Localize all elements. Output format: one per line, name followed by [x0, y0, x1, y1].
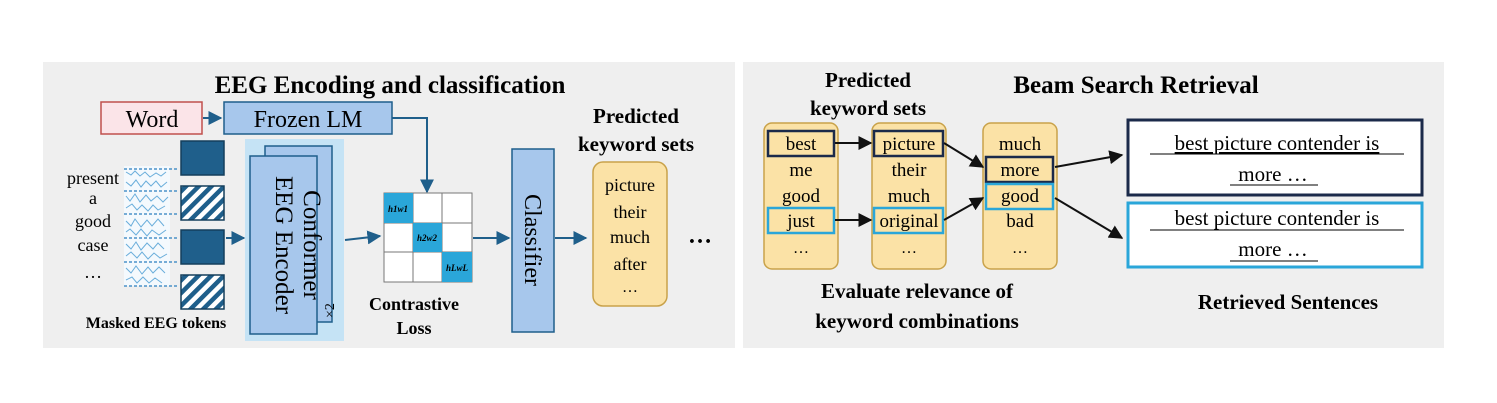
keyword-item: picture: [605, 175, 655, 195]
beam-highlight-dark: [984, 155, 1055, 184]
word-box: [100, 101, 203, 135]
keyword-item: after: [614, 254, 647, 274]
classifier-label: Classifier: [519, 194, 545, 286]
column-3-word: more: [1000, 160, 1039, 181]
masked-eeg-tokens-label: Masked EEG tokens: [86, 315, 226, 332]
retrieved-sentence-2: [1126, 201, 1424, 269]
matrix-cell-label: h2w2: [417, 233, 438, 243]
classifier-box: [511, 148, 555, 333]
column-3-word: good: [1001, 186, 1040, 207]
matrix-cell-label: hLwL: [446, 263, 469, 273]
encoder-stack-front: [249, 155, 318, 335]
column-2-word: their: [892, 160, 927, 181]
input-word: …: [84, 262, 102, 282]
column-1-word: …: [793, 240, 809, 257]
column-2-word: …: [901, 240, 917, 257]
column-3-word: bad: [1006, 211, 1034, 232]
input-word-list: present a good case …: [67, 168, 119, 282]
retrieved-sentence-1: [1126, 118, 1424, 197]
column-2-word: much: [888, 186, 931, 207]
beam-arrow: [943, 197, 985, 221]
encoder-label-line2: EEG Encoder: [270, 176, 297, 315]
eeg-token: [180, 229, 225, 265]
column-3-word: …: [1012, 240, 1028, 257]
column-1-word: just: [786, 211, 815, 232]
word-box-label: Word: [126, 107, 179, 133]
conformer-encoder: Conformer EEG Encoder ×2: [245, 139, 344, 341]
column-1-word: best: [786, 134, 817, 155]
input-word: good: [75, 211, 111, 231]
frozen-lm-label: Frozen LM: [254, 107, 363, 133]
beam-to-sentence-arrow: [1054, 197, 1124, 239]
masked-eeg-token: [180, 274, 225, 310]
beam-highlight-dark: [766, 129, 836, 158]
frozen-lm-box: [223, 101, 393, 135]
beam-highlight-light: [766, 206, 836, 235]
eeg-token: [180, 140, 225, 176]
eeg-token-column: [180, 140, 225, 310]
sentence-2-line-2: more …: [1238, 237, 1307, 261]
right-predicted-label-line1: Predicted: [825, 68, 911, 92]
left-panel-title: EEG Encoding and classification: [215, 72, 566, 99]
contrastive-label-line2: Loss: [396, 318, 431, 338]
right-predicted-label-line2: keyword sets: [810, 96, 926, 120]
left-panel: EEG Encoding and classification Word Fro…: [43, 62, 735, 348]
column-1-word: good: [782, 186, 821, 207]
eeg-signal-strip: [124, 166, 178, 287]
masked-eeg-token: [180, 185, 225, 221]
beam-highlight-dark: [872, 129, 945, 158]
matrix-diagonal-cell: [384, 193, 413, 223]
beam-highlight-light: [872, 206, 945, 235]
eeg-separator-lines: [124, 168, 178, 287]
sentence-2-line-1: best picture contender is: [1175, 206, 1380, 230]
matrix-cell-label: h1w1: [388, 204, 408, 214]
encoder-to-matrix-arrow: [344, 230, 382, 245]
more-sets-ellipsis: …: [688, 223, 712, 249]
evaluate-label-line2: keyword combinations: [815, 309, 1019, 333]
lm-to-matrix-arrow: [392, 117, 434, 194]
encoder-label-line1: Conformer: [298, 190, 325, 300]
column-2-word: original: [879, 211, 938, 232]
sentence-1-line-1: best picture contender is: [1175, 131, 1380, 155]
right-panel-title: Beam Search Retrieval: [1013, 72, 1258, 99]
input-word: case: [78, 235, 109, 255]
beam-to-sentence-arrow: [1054, 150, 1124, 168]
eeg-waveform: [125, 170, 169, 284]
right-panel: Beam Search Retrieval Predicted keyword …: [743, 62, 1444, 348]
keyword-item: their: [614, 202, 647, 222]
input-word: present: [67, 168, 119, 188]
matrix-diagonal-cell: [413, 223, 442, 252]
contrastive-label-line1: Contrastive: [369, 294, 459, 314]
matrix-diagonal-cell: [442, 252, 472, 282]
column-1-word: me: [789, 160, 812, 181]
evaluate-label-line1: Evaluate relevance of: [821, 279, 1014, 303]
input-word: a: [89, 188, 97, 208]
retrieved-sentences-label: Retrieved Sentences: [1198, 290, 1378, 314]
beam-arrow: [943, 142, 985, 168]
beam-highlight-light: [984, 182, 1055, 211]
keyword-item: …: [622, 279, 638, 296]
keyword-set-box: [592, 161, 668, 307]
contrastive-matrix: h1w1 h2w2 hLwL: [383, 192, 473, 283]
keyword-item: much: [610, 227, 650, 247]
left-predicted-label-line1: Predicted: [593, 104, 679, 128]
keyword-column-3: [982, 122, 1058, 270]
column-2-word: picture: [883, 134, 936, 155]
column-3-word: much: [999, 134, 1042, 155]
encoder-repeat-label: ×2: [323, 303, 338, 318]
left-predicted-label-line2: keyword sets: [578, 132, 694, 156]
sentence-1-line-2: more …: [1238, 162, 1307, 186]
